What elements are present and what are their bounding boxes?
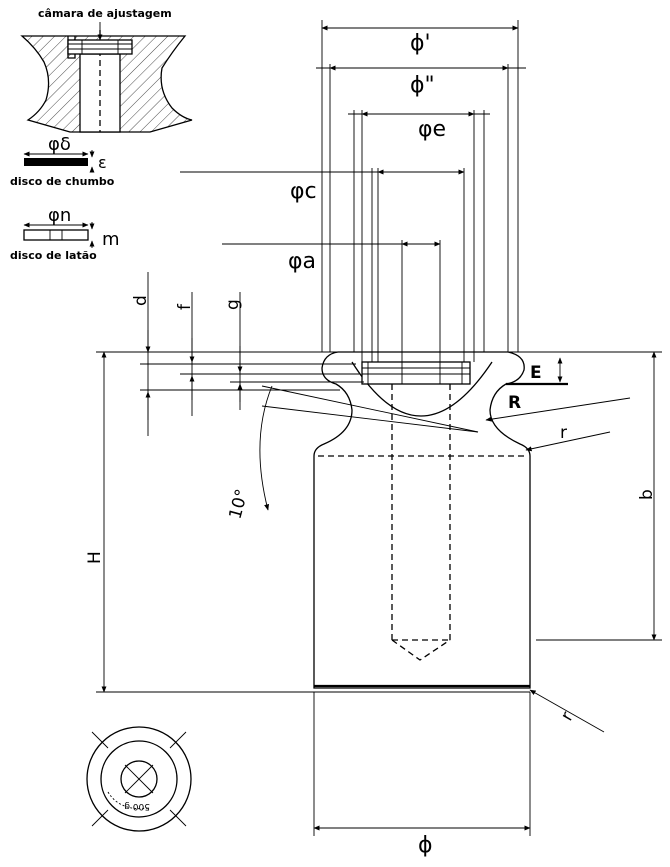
label-d: d: [131, 295, 151, 306]
lead-disc-diameter-label: φδ: [48, 134, 71, 155]
label-f: f: [175, 303, 195, 310]
label-phi-a: φa: [288, 249, 316, 274]
label-g: g: [223, 299, 243, 310]
brass-disc-shape: [23, 229, 89, 241]
label-phi-double-prime: ϕ": [410, 73, 435, 98]
label-phi-base: ϕ: [418, 833, 433, 858]
brass-disc-thickness-label: m: [102, 229, 120, 250]
lead-disc-thickness-label: ε: [98, 153, 107, 172]
weight-profile: [261, 351, 531, 693]
dimension-labels: ϕ' ϕ" φe φc φa d f g E R r 10° b H r ϕ: [85, 31, 657, 858]
label-b: b: [637, 489, 657, 500]
label-H: H: [85, 551, 105, 564]
label-R: R: [508, 393, 521, 413]
lead-disc-inset: φδ ε disco de chumbo: [10, 134, 115, 188]
adjustment-chamber-caption: câmara de ajustagem: [38, 7, 172, 20]
brass-disc-inset: φn m disco de latão: [10, 205, 120, 262]
lead-disc-shape: [24, 158, 88, 166]
brass-disc-diameter-label: φn: [48, 205, 71, 226]
label-r-upper: r: [560, 423, 567, 443]
label-E: E: [530, 363, 542, 383]
lead-disc-caption: disco de chumbo: [10, 175, 115, 188]
brass-disc-caption: disco de latão: [10, 249, 97, 262]
label-phi-prime: ϕ': [410, 31, 431, 56]
label-angle: 10°: [226, 487, 253, 521]
bottom-view: 500 g: [86, 726, 192, 832]
chamber-disc-stack: [67, 39, 133, 55]
adjustment-chamber-inset: câmara de ajustagem: [20, 7, 193, 133]
label-phi-e: φe: [418, 117, 446, 142]
label-phi-c: φc: [290, 179, 317, 204]
bottom-view-marking: 500 g: [124, 801, 150, 811]
dimension-lines: [96, 20, 662, 836]
